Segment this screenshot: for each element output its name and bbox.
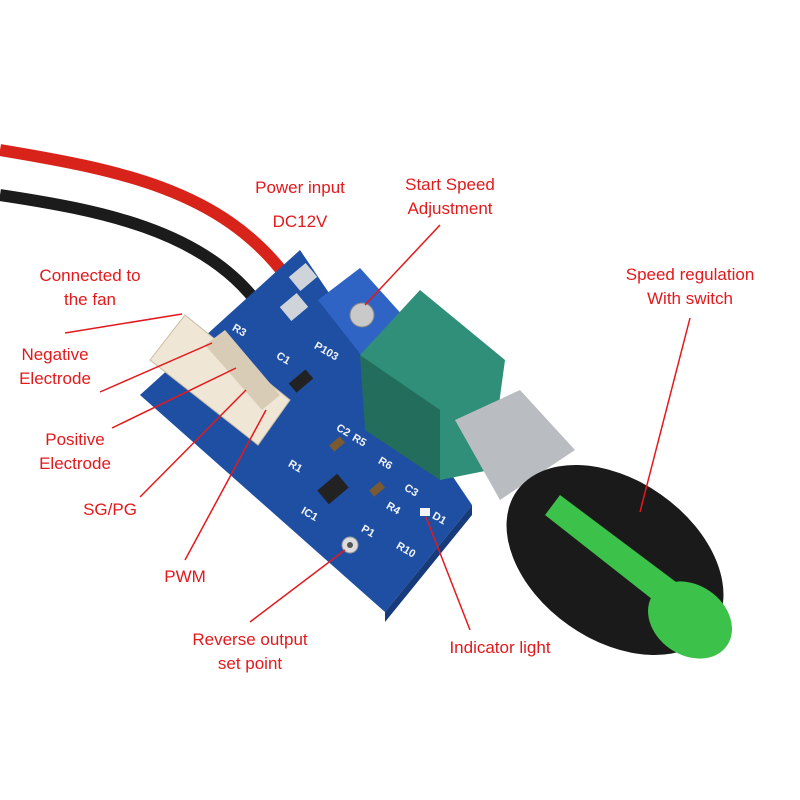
smd-part bbox=[288, 369, 314, 393]
leader-lines bbox=[64, 224, 691, 631]
connector-pins bbox=[205, 330, 280, 410]
pot-shaft bbox=[455, 390, 575, 500]
black-wire bbox=[0, 189, 260, 304]
label-indicator-light: Indicator light bbox=[449, 638, 551, 657]
label-pwm: PWM bbox=[164, 567, 206, 586]
solder-pad bbox=[279, 293, 309, 321]
ic-chip bbox=[317, 473, 349, 505]
smd-part bbox=[369, 481, 385, 497]
red-wire bbox=[0, 144, 290, 279]
label-sgpg: SG/PG bbox=[83, 500, 137, 519]
indicator-led bbox=[420, 508, 430, 516]
smd-part bbox=[329, 436, 345, 452]
fan-connector bbox=[149, 314, 291, 446]
knob-cap bbox=[648, 581, 732, 659]
solder-pad bbox=[288, 263, 318, 291]
pcb-edge bbox=[385, 505, 472, 622]
